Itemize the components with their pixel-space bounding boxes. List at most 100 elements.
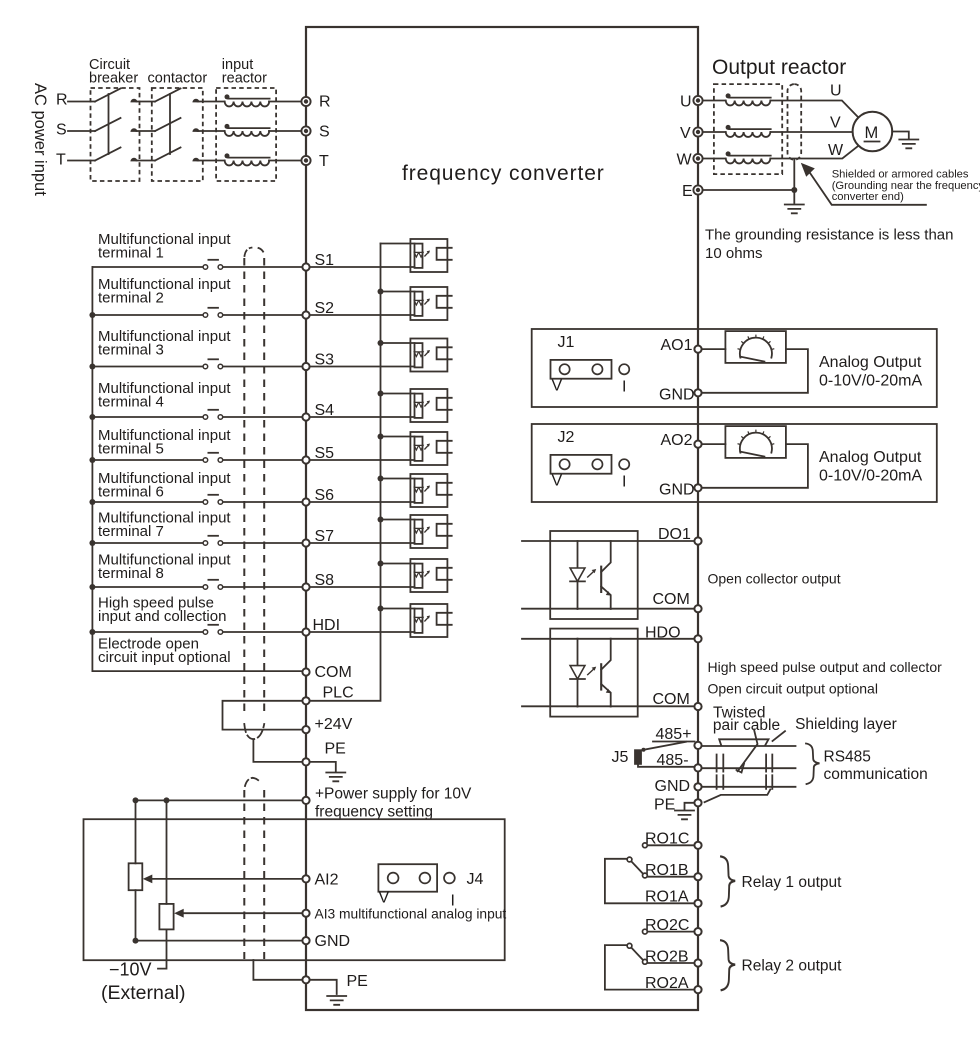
svg-text:Multifunctional input: Multifunctional input	[98, 510, 231, 527]
svg-text:Analog Output: Analog Output	[819, 449, 922, 466]
svg-text:input and collection: input and collection	[98, 608, 226, 625]
svg-text:W: W	[677, 152, 693, 169]
svg-text:Open collector output: Open collector output	[708, 571, 841, 587]
svg-text:S7: S7	[315, 528, 335, 545]
svg-text:S4: S4	[315, 402, 335, 419]
svg-text:HDI: HDI	[313, 617, 341, 634]
svg-text:PE: PE	[654, 797, 675, 814]
svg-text:0-10V/0-20mA: 0-10V/0-20mA	[819, 468, 922, 485]
svg-text:reactor: reactor	[222, 71, 267, 87]
svg-text:COM: COM	[653, 691, 690, 708]
svg-text:terminal 3: terminal 3	[98, 342, 164, 359]
svg-text:AC power input: AC power input	[31, 83, 49, 196]
svg-text:circuit input optional: circuit input optional	[98, 649, 231, 666]
svg-text:M: M	[865, 124, 879, 142]
svg-text:V: V	[552, 378, 563, 395]
svg-text:Relay 1 output: Relay 1 output	[742, 874, 843, 891]
svg-text:Multifunctional input: Multifunctional input	[98, 470, 231, 487]
svg-text:AO1: AO1	[661, 337, 693, 354]
svg-text:PE: PE	[347, 973, 368, 990]
svg-text:I: I	[622, 474, 626, 491]
svg-text:RO1C: RO1C	[645, 831, 689, 848]
svg-text:J4: J4	[467, 871, 484, 888]
svg-text:converter end): converter end)	[832, 191, 904, 203]
svg-text:The grounding resistance is le: The grounding resistance is less than	[705, 227, 953, 244]
svg-text:+24V: +24V	[315, 716, 353, 733]
svg-text:S5: S5	[315, 445, 335, 462]
svg-text:Output reactor: Output reactor	[712, 56, 846, 79]
svg-text:J5: J5	[612, 749, 629, 766]
svg-text:input: input	[222, 57, 253, 73]
svg-text:+Power supply for 10V: +Power supply for 10V	[315, 786, 472, 803]
svg-text:Analog Output: Analog Output	[819, 354, 922, 371]
svg-text:AI2: AI2	[315, 872, 339, 889]
svg-text:breaker: breaker	[89, 71, 138, 87]
svg-text:R: R	[56, 92, 68, 109]
svg-text:V: V	[379, 890, 390, 907]
svg-text:J2: J2	[558, 429, 575, 446]
svg-text:communication: communication	[824, 766, 928, 783]
svg-text:AI3 multifunctional analog inp: AI3 multifunctional analog input	[315, 907, 507, 922]
svg-text:RO2A: RO2A	[645, 975, 689, 992]
svg-text:−10V: −10V	[109, 960, 152, 980]
svg-text:V: V	[830, 115, 841, 132]
svg-text:Electrode open: Electrode open	[98, 636, 199, 653]
svg-text:Multifunctional input: Multifunctional input	[98, 231, 231, 248]
svg-text:GND: GND	[659, 482, 695, 499]
svg-text:(Grounding near the frequency: (Grounding near the frequency	[832, 180, 980, 192]
svg-text:Twisted: Twisted	[713, 705, 766, 722]
svg-text:S3: S3	[315, 352, 335, 369]
svg-text:T: T	[319, 153, 329, 170]
svg-text:Multifunctional input: Multifunctional input	[98, 276, 231, 293]
svg-text:terminal 2: terminal 2	[98, 290, 164, 307]
svg-text:S: S	[56, 122, 67, 139]
svg-text:terminal 6: terminal 6	[98, 484, 164, 501]
svg-text:U: U	[680, 94, 692, 111]
svg-text:U: U	[830, 83, 842, 100]
svg-text:RO2C: RO2C	[645, 917, 689, 934]
svg-text:frequency setting: frequency setting	[315, 804, 433, 821]
svg-text:frequency converter: frequency converter	[402, 162, 605, 185]
svg-text:Multifunctional input: Multifunctional input	[98, 427, 231, 444]
svg-text:S1: S1	[315, 252, 335, 269]
svg-text:GND: GND	[659, 387, 695, 404]
svg-text:S8: S8	[315, 572, 335, 589]
svg-text:terminal 8: terminal 8	[98, 565, 164, 582]
svg-text:Relay 2 output: Relay 2 output	[742, 958, 843, 975]
svg-text:COM: COM	[653, 591, 690, 608]
svg-text:RO1A: RO1A	[645, 889, 689, 906]
svg-text:0-10V/0-20mA: 0-10V/0-20mA	[819, 373, 922, 390]
svg-text:RO2B: RO2B	[645, 949, 689, 966]
svg-text:R: R	[319, 94, 331, 111]
svg-text:Shielding layer: Shielding layer	[795, 716, 897, 733]
svg-text:terminal 7: terminal 7	[98, 523, 164, 540]
svg-text:V: V	[680, 125, 691, 142]
svg-text:10 ohms: 10 ohms	[705, 245, 763, 262]
svg-text:485-: 485-	[657, 752, 689, 769]
svg-text:GND: GND	[315, 933, 351, 950]
svg-text:AO2: AO2	[661, 432, 693, 449]
svg-text:Multifunctional input: Multifunctional input	[98, 552, 231, 569]
svg-text:RO1B: RO1B	[645, 862, 689, 879]
svg-text:I: I	[622, 379, 626, 396]
svg-text:485+: 485+	[656, 726, 692, 743]
svg-text:Multifunctional input: Multifunctional input	[98, 328, 231, 345]
svg-text:RS485: RS485	[824, 749, 871, 766]
svg-text:HDO: HDO	[645, 625, 681, 642]
svg-text:High speed pulse output and co: High speed pulse output and collector	[708, 659, 943, 675]
svg-text:V: V	[552, 473, 563, 490]
svg-text:COM: COM	[315, 664, 352, 681]
svg-text:S6: S6	[315, 487, 335, 504]
svg-text:GND: GND	[655, 778, 691, 795]
svg-text:High speed pulse: High speed pulse	[98, 595, 214, 612]
svg-text:PE: PE	[325, 741, 346, 758]
svg-text:I: I	[451, 893, 455, 910]
svg-text:Shielded or armored cables: Shielded or armored cables	[832, 169, 969, 181]
svg-text:pair cable: pair cable	[713, 717, 780, 734]
svg-text:T: T	[56, 152, 66, 169]
svg-text:terminal 4: terminal 4	[98, 394, 164, 411]
svg-text:PLC: PLC	[323, 685, 354, 702]
svg-text:Open circuit output optional: Open circuit output optional	[708, 681, 878, 697]
svg-text:terminal 5: terminal 5	[98, 441, 164, 458]
svg-text:W: W	[828, 142, 844, 159]
